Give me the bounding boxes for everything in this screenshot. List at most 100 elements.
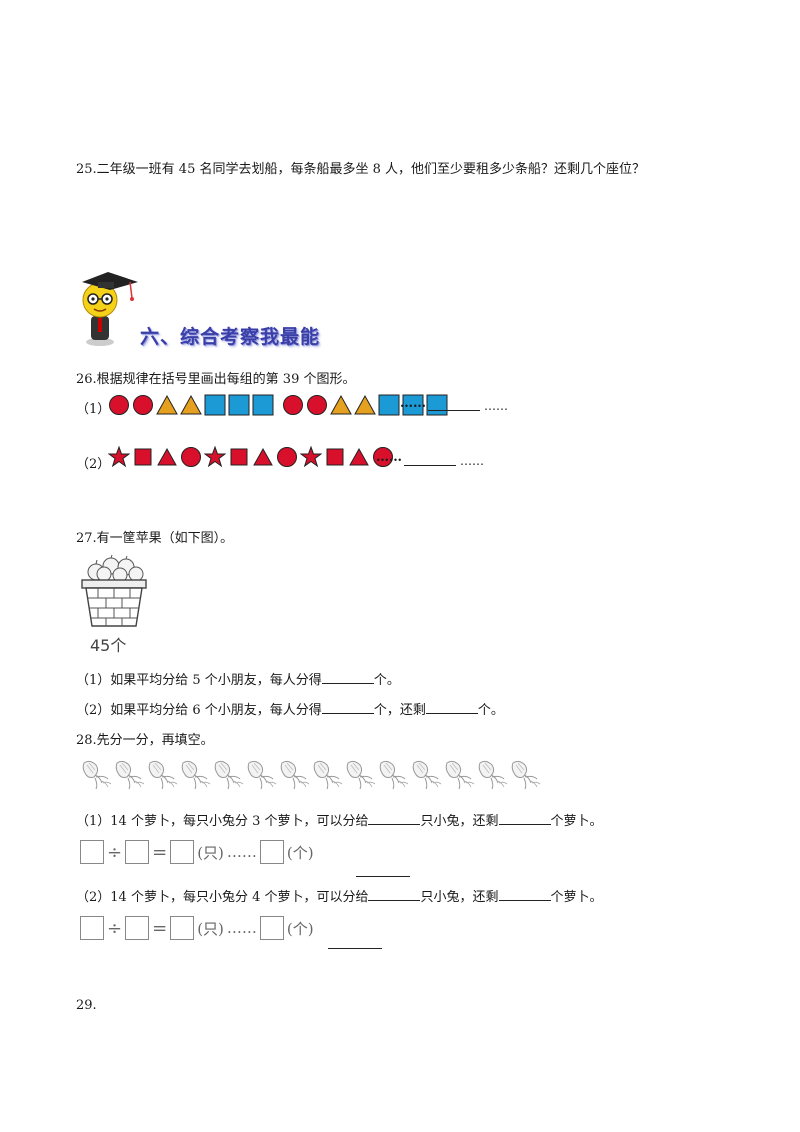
question-29: 29. xyxy=(76,998,97,1013)
radish-icon xyxy=(313,760,343,790)
eq2-box-divisor[interactable] xyxy=(125,916,150,940)
triangle-shape xyxy=(156,394,178,415)
square-shape xyxy=(326,448,344,466)
q27-sub2-suffix: 个。 xyxy=(477,703,504,718)
q27-sub2-text: （2）如果平均分给 6 个小朋友，每人分得 xyxy=(76,703,322,718)
q28-sub1-text: （1）14 个萝卜，每只小兔分 3 个萝卜，可以分给 xyxy=(76,814,369,829)
eq1-box-dividend[interactable] xyxy=(80,840,104,864)
eq1-divide-sign: ÷ xyxy=(107,841,123,863)
eq1-dots: …… xyxy=(226,843,257,861)
star-mark xyxy=(300,446,322,468)
question-26-prompt: 26.根据规律在括号里画出每组的第 39 个图形。 xyxy=(76,372,356,387)
apple-basket-image: 45个 xyxy=(78,554,150,655)
eq1-unit-rabbit: (只) xyxy=(197,843,224,862)
q28-sub1-suffix: 个萝卜。 xyxy=(550,814,603,829)
star-shape xyxy=(300,446,322,468)
q28-sub2-equation: ÷ = (只) …… (个) xyxy=(80,916,314,940)
q26-row2-label: （2） xyxy=(76,457,111,472)
triangle-shape xyxy=(157,447,177,466)
q27-sub1-blank[interactable] xyxy=(321,671,374,684)
triangle-mark xyxy=(253,447,273,466)
square-shape xyxy=(378,394,400,416)
q27-sub2-blank-1[interactable] xyxy=(321,701,374,714)
q28-sub2-suffix: 个萝卜。 xyxy=(550,890,603,905)
eq1-box-quotient[interactable] xyxy=(170,840,195,864)
section-title: 六、综合考察我最能 xyxy=(140,326,321,348)
eq2-equals-sign: = xyxy=(152,917,168,939)
square-mark xyxy=(204,394,226,416)
circle-shape xyxy=(181,447,201,467)
triangle-mark xyxy=(330,394,352,415)
basket-label: 45个 xyxy=(90,636,127,655)
radish-icon xyxy=(346,760,376,790)
question-28-prompt: 28.先分一分，再填空。 xyxy=(76,733,214,748)
q26-row1-label: （1） xyxy=(76,402,111,417)
radish-icon xyxy=(214,760,244,790)
triangle-shape xyxy=(349,447,369,466)
eq2-dots: …… xyxy=(226,919,257,937)
radish-icon xyxy=(247,760,277,790)
eq1-unit-item: (个) xyxy=(286,843,314,862)
doctor-mascot-icon xyxy=(80,268,140,348)
eq1-equals-sign: = xyxy=(152,841,168,863)
q27-sub1: （1）如果平均分给 5 个小朋友，每人分得个。 xyxy=(76,669,400,688)
eq1-box-remainder[interactable] xyxy=(259,840,284,864)
eq1-box-divisor[interactable] xyxy=(125,840,150,864)
square-shape xyxy=(228,394,250,416)
q28-sub2-extra-blank[interactable] xyxy=(328,936,382,949)
radish-icon xyxy=(478,760,508,790)
q26-row1-answer-blank[interactable] xyxy=(428,398,480,411)
q27-sub2-mid: 个，还剩 xyxy=(373,703,426,718)
square-mark xyxy=(402,394,424,416)
radish-icon xyxy=(511,760,541,790)
q28-sub1-blank-2[interactable] xyxy=(498,812,551,825)
eq2-box-quotient[interactable] xyxy=(170,916,195,940)
square-mark xyxy=(252,394,274,416)
q27-sub2: （2）如果平均分给 6 个小朋友，每人分得 个，还剩 个。 xyxy=(76,699,504,718)
eq2-box-dividend[interactable] xyxy=(80,916,104,940)
triangle-shape xyxy=(354,394,376,415)
square-mark xyxy=(378,394,400,416)
triangle-shape xyxy=(253,447,273,466)
radish-icon xyxy=(412,760,442,790)
radish-icon xyxy=(82,760,112,790)
q28-sub1-equation: ÷ = (只) …… (个) xyxy=(80,840,314,864)
circle-shape xyxy=(373,447,393,467)
circle-shape xyxy=(277,447,297,467)
q28-sub1-blank-1[interactable] xyxy=(368,812,421,825)
circle-shape xyxy=(283,395,303,415)
triangle-mark xyxy=(156,394,178,415)
triangle-mark xyxy=(354,394,376,415)
q28-sub1-extra-blank[interactable] xyxy=(356,864,410,877)
circle-mark xyxy=(181,447,201,467)
q27-sub1-suffix: 个。 xyxy=(373,673,400,688)
triangle-shape xyxy=(180,394,202,415)
circle-mark xyxy=(277,447,297,467)
circle-shape xyxy=(109,395,129,415)
q28-sub2-blank-2[interactable] xyxy=(498,888,551,901)
radish-icon xyxy=(148,760,178,790)
q27-sub2-blank-2[interactable] xyxy=(425,701,478,714)
q28-sub2-blank-1[interactable] xyxy=(368,888,421,901)
q26-row2-answer-blank[interactable] xyxy=(404,453,456,466)
radish-row xyxy=(80,757,542,791)
star-mark xyxy=(108,446,130,468)
q28-sub1-mid: 只小兔，还剩 xyxy=(420,814,499,829)
circle-mark xyxy=(283,395,303,415)
circle-mark xyxy=(307,395,327,415)
square-mark xyxy=(228,394,250,416)
eq2-box-remainder[interactable] xyxy=(259,916,284,940)
radish-icon xyxy=(445,760,475,790)
star-shape xyxy=(204,446,226,468)
q26-row2-trail-dots: …… xyxy=(460,454,484,468)
square-shape xyxy=(252,394,274,416)
q26-row1-trail-dots: …… xyxy=(484,399,508,413)
square-shape xyxy=(204,394,226,416)
star-mark xyxy=(204,446,226,468)
star-shape xyxy=(108,446,130,468)
circle-mark xyxy=(373,447,393,467)
radish-icon xyxy=(181,760,211,790)
triangle-mark xyxy=(180,394,202,415)
triangle-shape xyxy=(330,394,352,415)
q28-sub2-mid: 只小兔，还剩 xyxy=(420,890,499,905)
